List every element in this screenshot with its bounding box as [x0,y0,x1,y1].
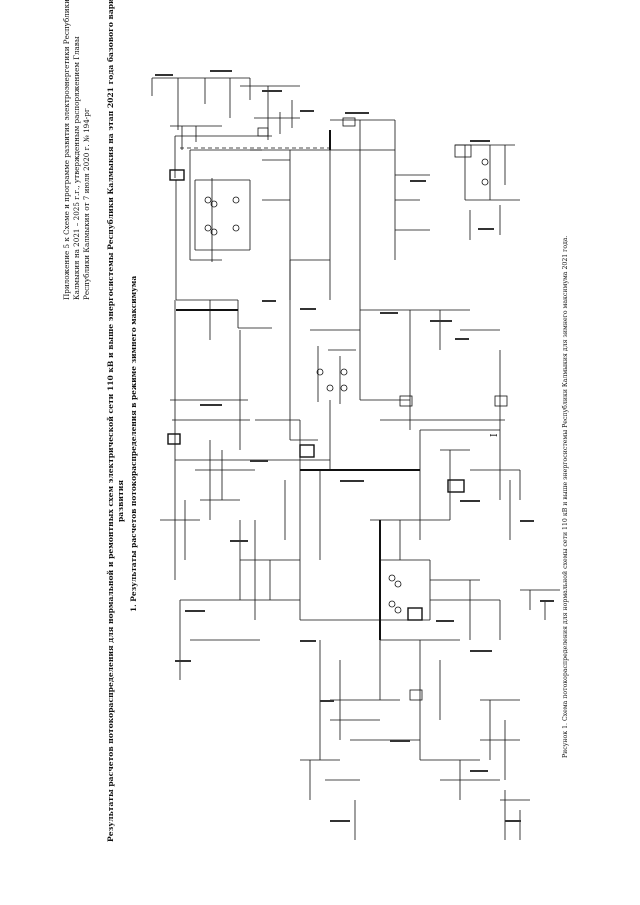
power-flow-scheme [151,70,560,840]
